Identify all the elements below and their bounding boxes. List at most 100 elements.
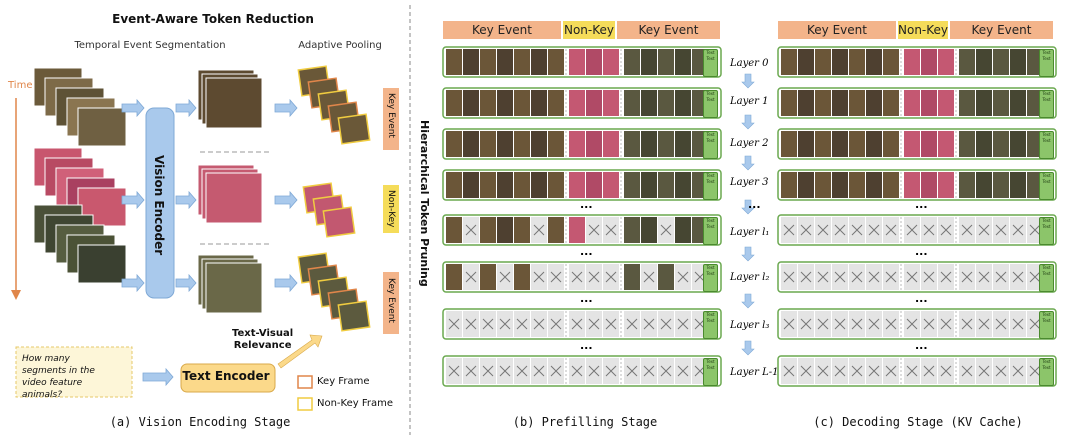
prefill-ellipsis-4: ... (580, 339, 593, 352)
layer-label-3: Layer 3 (730, 177, 769, 188)
prefill-layer-7-pruned-2 (482, 365, 494, 377)
prefill-layer-2-token-8 (586, 131, 602, 157)
prefill-layer-4-token-6 (548, 217, 564, 243)
prefill-layer-2-token-5 (531, 131, 547, 157)
decode-layer-2-token-3 (832, 131, 848, 157)
prefill-layer-4-pruned-5 (533, 224, 545, 236)
prefill-layer-6-pruned-4 (516, 318, 528, 330)
prefill-header-non-key: Non-Key (563, 21, 615, 39)
prefill-layer-3-token-4 (514, 172, 530, 198)
decode-layer-3-token-5 (866, 172, 882, 198)
decode-layer-5-pruned-4 (851, 271, 863, 283)
prefill-layer-0-token-10 (624, 49, 640, 75)
prefill-layer-5-pruned-5 (533, 271, 545, 283)
prefill-layer-7-pruned-8 (588, 365, 600, 377)
decode-layer-6-pruned-3 (834, 318, 846, 330)
prefill-ellipsis-2: ... (580, 245, 593, 258)
prefill-layer-3-token-12 (658, 172, 674, 198)
prefill-layer-6-pruned-13 (677, 318, 689, 330)
prefill-layer-0-token-8 (586, 49, 602, 75)
decode-layer-4-pruned-8 (923, 224, 935, 236)
prefill-layer-7-pruned-13 (677, 365, 689, 377)
prefill-layer-5-pruned-6 (550, 271, 562, 283)
arrow-question-to-encoder (142, 367, 174, 387)
decode-layer-1-token-6 (883, 90, 899, 116)
layer-down-arrow-3 (741, 199, 755, 215)
decode-layer-7-pruned-3 (834, 365, 846, 377)
decode-layer-0-token-6 (883, 49, 899, 75)
side-label-key-event-1: Key Event (386, 93, 396, 138)
prefill-layer-3-token-5 (531, 172, 547, 198)
decode-layer-6-pruned-2 (817, 318, 829, 330)
caption-decoding: (c) Decoding Stage (KV Cache) (813, 415, 1023, 429)
decode-layer-6-pruned-9 (940, 318, 952, 330)
decode-layer-3-token-3 (832, 172, 848, 198)
decode-layer-0-token-4 (849, 49, 865, 75)
question-text: How many segments in the video feature a… (22, 354, 95, 400)
question-box (15, 346, 133, 398)
prefill-layer-1-token-13 (675, 90, 691, 116)
decode-layer-4-pruned-12 (995, 224, 1007, 236)
prefill-layer-7-pruned-3 (499, 365, 511, 377)
decode-layer-5-pruned-2 (817, 271, 829, 283)
segment-frame-0-2 (205, 77, 263, 129)
decode-layer-2-token-8 (921, 131, 937, 157)
prefill-layer-1-token-6 (548, 90, 564, 116)
arrow-to-pooling-1 (274, 98, 298, 118)
decode-layer-1-token-13 (1010, 90, 1026, 116)
decode-layer-6-pruned-0 (783, 318, 795, 330)
text-encoder-label: Text Encoder (182, 369, 270, 383)
decode-ellipsis-1: ... (915, 198, 928, 211)
decode-layer-1-token-10 (959, 90, 975, 116)
decode-layer-0-token-3 (832, 49, 848, 75)
decode-layer-1-token-1 (798, 90, 814, 116)
arrow-encoder-out-1 (175, 98, 197, 118)
temporal-segmentation-label: Temporal Event Segmentation (74, 40, 226, 51)
arrow-frames-to-encoder-3 (121, 273, 145, 293)
decode-layer-5-pruned-5 (868, 271, 880, 283)
pooled-frame-0-4 (337, 113, 371, 145)
prefill-layer-1-token-1 (463, 90, 479, 116)
prefill-layer-1-token-8 (586, 90, 602, 116)
legend-nonkey-swatch (297, 397, 313, 411)
decode-layer-5-pruned-0 (783, 271, 795, 283)
decode-layer-1-token-4 (849, 90, 865, 116)
decode-layer-7-pruned-10 (961, 365, 973, 377)
prefill-layer-4-token-13 (675, 217, 691, 243)
prefill-layer-3-token-2 (480, 172, 496, 198)
decode-header-key-event-1: Key Event (778, 21, 896, 39)
legend-key-frame: Key Frame (317, 376, 370, 387)
prefill-layer-3-token-10 (624, 172, 640, 198)
prefill-layer-5-pruned-11 (643, 271, 655, 283)
prefill-layer-4-pruned-12 (660, 224, 672, 236)
decode-layer-2-token-13 (1010, 131, 1026, 157)
decode-layer-5-pruned-10 (961, 271, 973, 283)
decode-layer-7-pruned-2 (817, 365, 829, 377)
layer-label-2: Layer 2 (730, 138, 769, 149)
prefill-layer-5-pruned-7 (571, 271, 583, 283)
side-box-key-2 (383, 272, 399, 334)
prefill-layer-1-token-0 (446, 90, 462, 116)
decode-layer-1-token-11 (976, 90, 992, 116)
prefill-layer-5-pruned-8 (588, 271, 600, 283)
prefill-layer-7-pruned-4 (516, 365, 528, 377)
decode-layer-6-pruned-11 (978, 318, 990, 330)
decode-layer-0-token-0 (781, 49, 797, 75)
decode-header-non-key: Non-Key (898, 21, 949, 39)
decode-layer-7-pruned-11 (978, 365, 990, 377)
decode-ellipsis-2: ... (915, 245, 928, 258)
decode-layer-7-pruned-13 (1012, 365, 1024, 377)
prefill-layer-4-pruned-1 (465, 224, 477, 236)
decode-layer-4-pruned-11 (978, 224, 990, 236)
caption-prefilling: (b) Prefilling Stage (512, 415, 658, 429)
decode-layer-7-pruned-4 (851, 365, 863, 377)
prefill-layer-6-pruned-9 (605, 318, 617, 330)
decode-layer-5-pruned-3 (834, 271, 846, 283)
time-label: Time (8, 80, 33, 91)
segment-frame-2-2 (205, 262, 263, 314)
